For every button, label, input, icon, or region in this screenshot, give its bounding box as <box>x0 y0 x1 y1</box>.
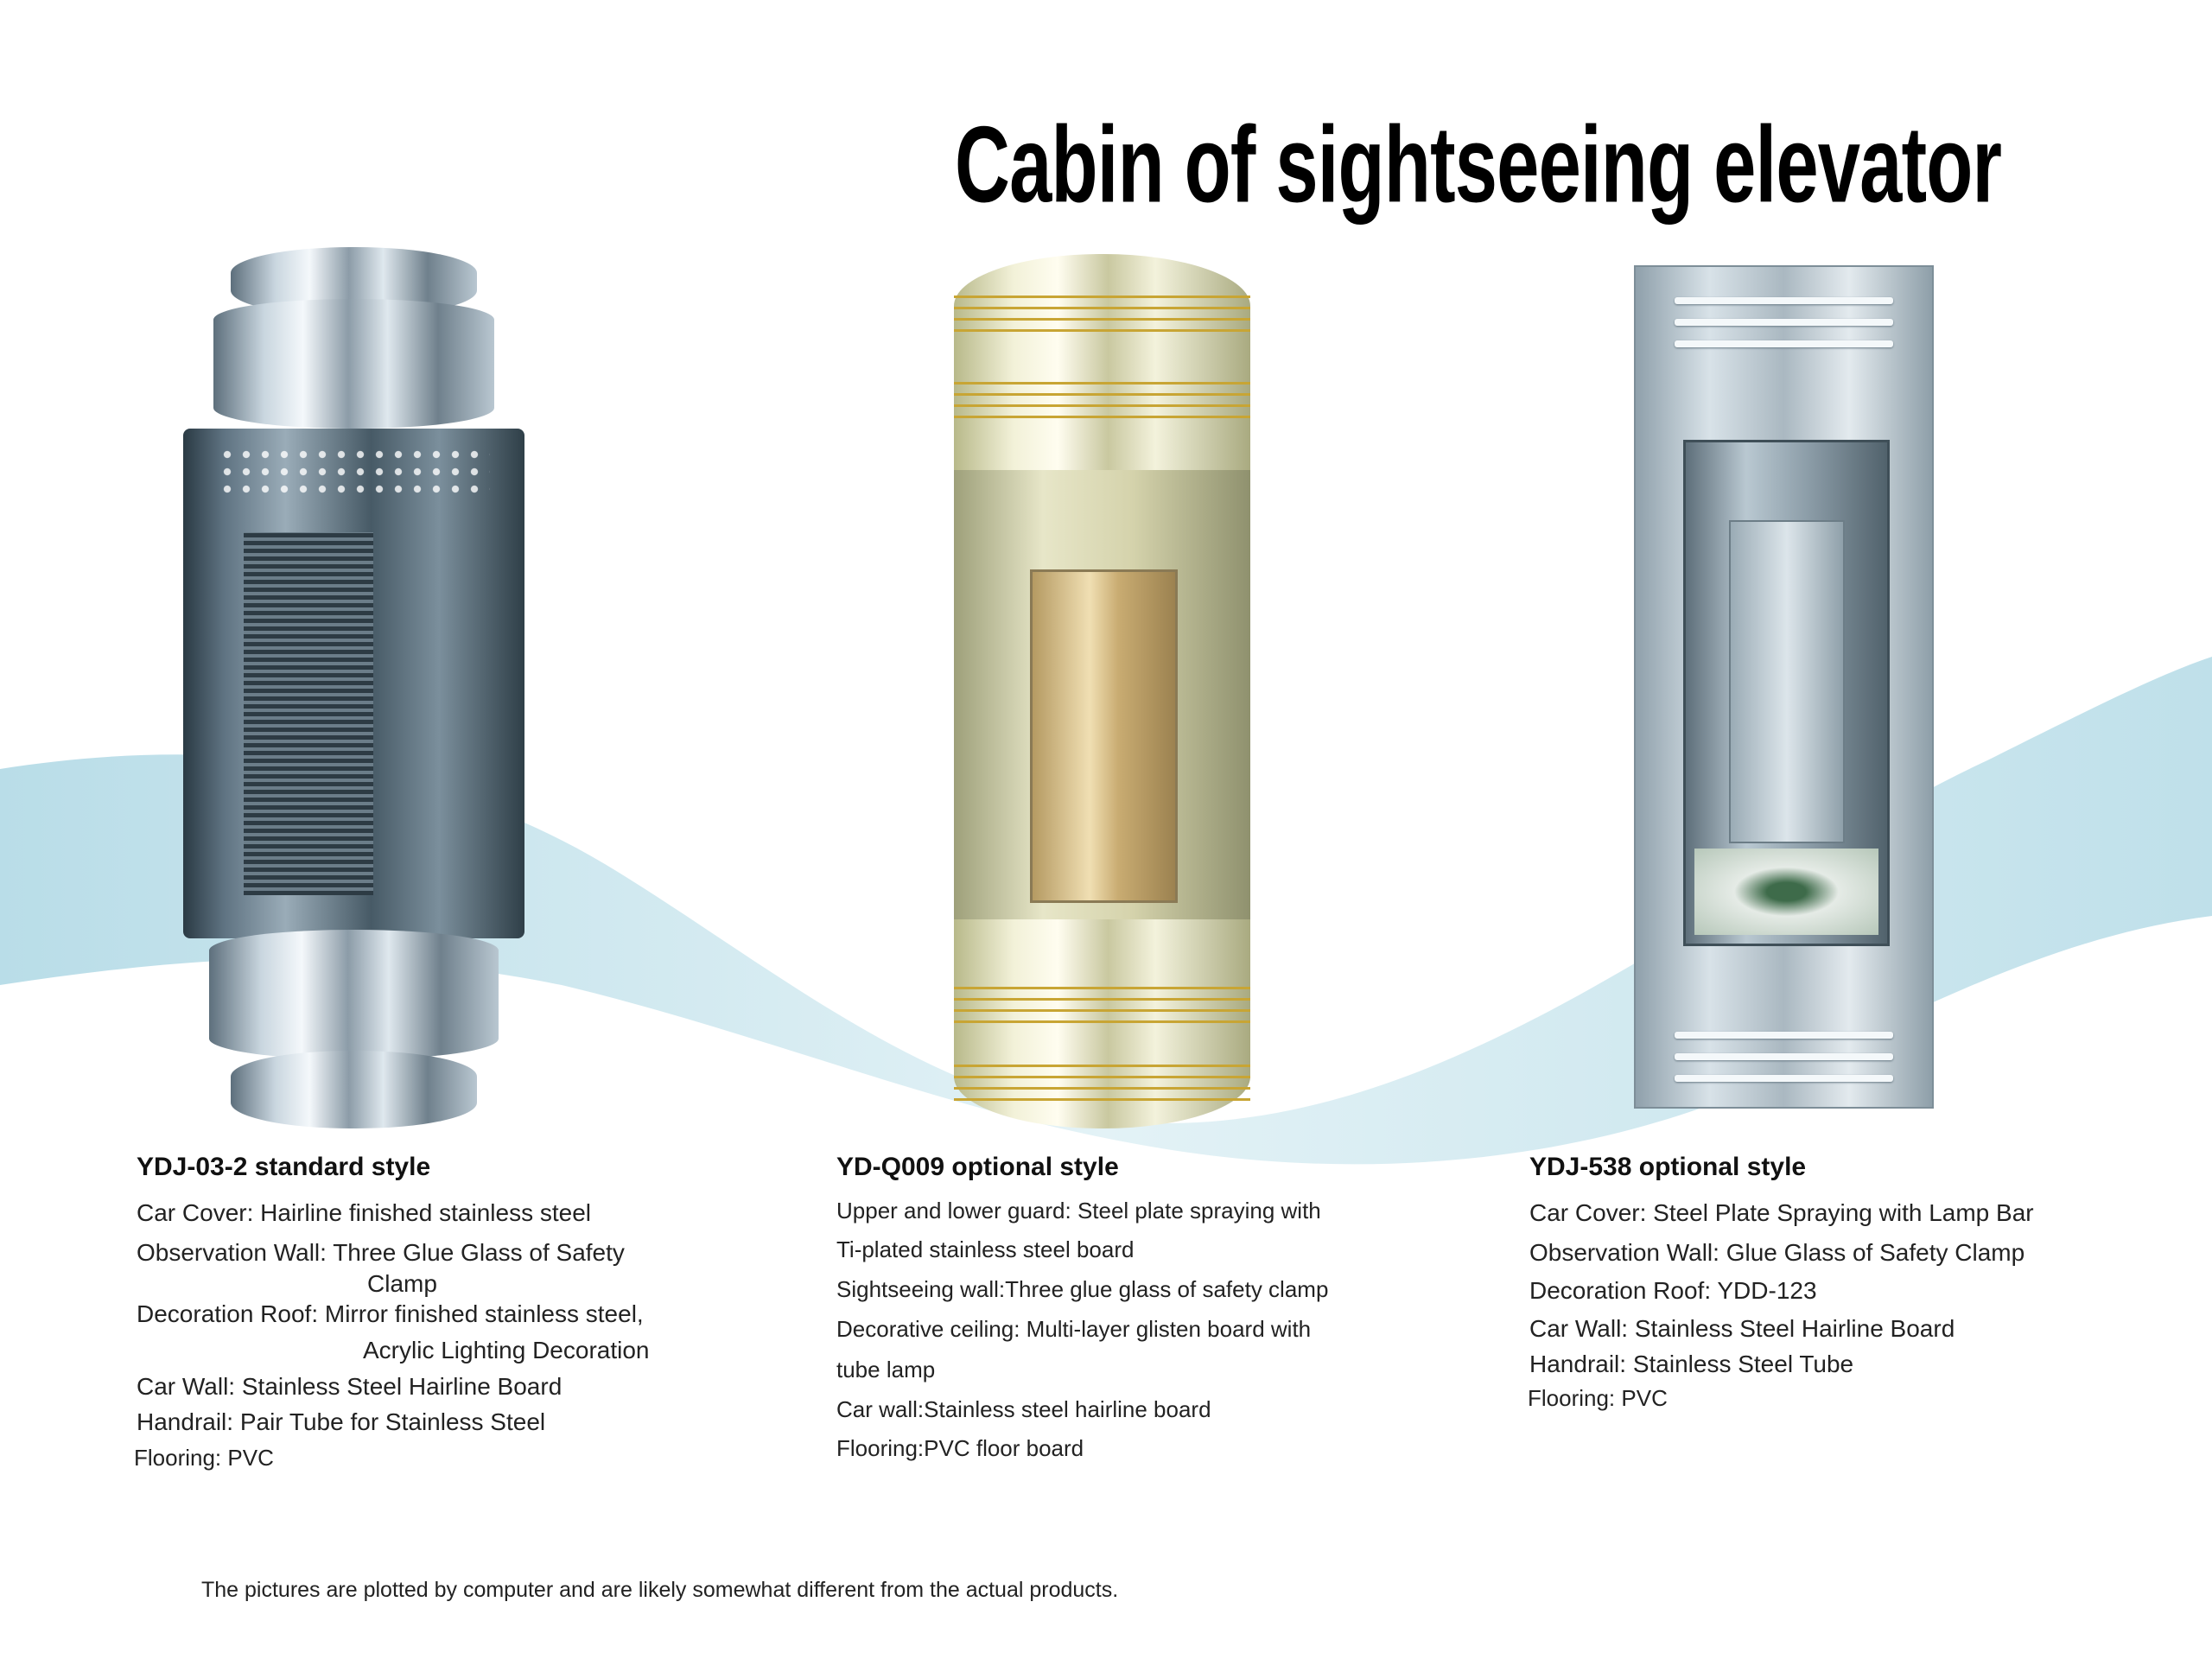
spec-line: Car Wall: Stainless Steel Hairline Board <box>1529 1315 1955 1342</box>
spec-line: Flooring: PVC <box>134 1445 274 1471</box>
spec-line: Flooring: PVC <box>1528 1385 1668 1411</box>
spec-line: Decoration Roof: YDD-123 <box>1529 1277 1817 1304</box>
spec-line: Upper and lower guard: Steel plate spray… <box>836 1198 1321 1224</box>
spec-line: Car Cover: Steel Plate Spraying with Lam… <box>1529 1199 2034 1226</box>
elevator-ydj-538-image <box>1634 265 1934 1109</box>
product-heading: YDJ-03-2 standard style <box>137 1153 431 1181</box>
spec-line: Flooring:PVC floor board <box>836 1435 1084 1461</box>
spec-line: Car Cover: Hairline finished stainless s… <box>137 1199 591 1226</box>
spec-line: Handrail: Pair Tube for Stainless Steel <box>137 1408 546 1435</box>
spec-line: Ti-plated stainless steel board <box>836 1236 1135 1262</box>
spec-line: Acrylic Lighting Decoration <box>363 1337 650 1363</box>
spec-line: tube lamp <box>836 1357 936 1382</box>
product-heading: YDJ-538 optional style <box>1529 1153 1807 1181</box>
spec-line: Observation Wall: Glue Glass of Safety C… <box>1529 1239 2025 1266</box>
disclaimer-footer: The pictures are plotted by computer and… <box>201 1578 1119 1602</box>
elevator-yd-q009-image <box>954 254 1250 1128</box>
spec-line: Decorative ceiling: Multi-layer glisten … <box>836 1316 1312 1342</box>
spec-line: Decoration Roof: Mirror finished stainle… <box>137 1300 644 1327</box>
spec-line: Observation Wall: Three Glue Glass of Sa… <box>137 1239 625 1266</box>
elevator-ydj-03-2-image <box>183 247 524 1128</box>
spec-line: Clamp <box>367 1270 437 1297</box>
spec-line: Sightseeing wall:Three glue glass of saf… <box>836 1276 1329 1302</box>
spec-line: Car Wall: Stainless Steel Hairline Board <box>137 1373 563 1400</box>
page-title: Cabin of sightseeing elevator <box>955 104 2002 226</box>
spec-line: Handrail: Stainless Steel Tube <box>1529 1351 1854 1377</box>
spec-line: Car wall:Stainless steel hairline board <box>836 1396 1211 1422</box>
product-heading: YD-Q009 optional style <box>836 1153 1119 1181</box>
